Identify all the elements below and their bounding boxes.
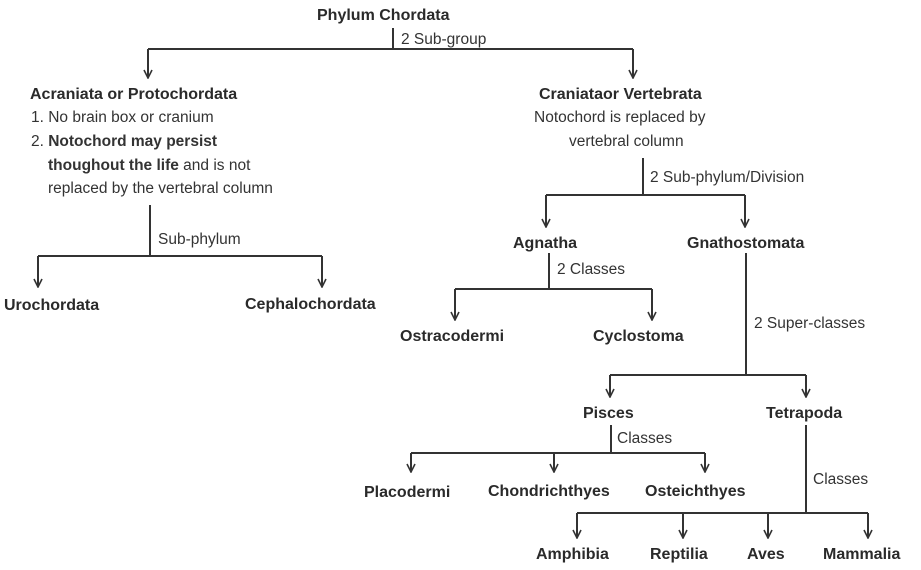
node-placodermi: Placodermi	[364, 484, 451, 501]
node-chondrichthyes: Chondrichthyes	[488, 483, 610, 500]
acraniata-point-2-line-3: replaced by the vertebral column	[48, 180, 273, 197]
acraniata-point-2-bold: Notochord may persist	[48, 133, 218, 150]
node-craniata: Craniataor Vertebrata	[539, 86, 702, 103]
acraniata-point-1: 1. No brain box or cranium	[31, 109, 214, 126]
node-cephalochordata: Cephalochordata	[245, 296, 376, 313]
node-urochordata: Urochordata	[4, 297, 100, 314]
craniata-note-line-1: Notochord is replaced by	[534, 109, 706, 126]
edge-label-sub-phylum-division: 2 Sub-phylum/Division	[650, 169, 805, 186]
node-phylum-chordata: Phylum Chordata	[317, 7, 450, 24]
edge-label-tetrapoda-classes: Classes	[813, 471, 869, 488]
node-gnathostomata: Gnathostomata	[687, 235, 805, 252]
acraniata-point-2: 2. Notochord may persist	[31, 132, 217, 152]
connector-chordata	[148, 28, 633, 50]
connector-acraniata	[38, 205, 322, 257]
node-amphibia: Amphibia	[536, 546, 609, 563]
node-reptilia: Reptilia	[650, 546, 708, 563]
acraniata-point-2-line-2-bold: thoughout the life	[48, 157, 179, 174]
edge-label-sub-phylum: Sub-phylum	[158, 231, 241, 248]
node-agnatha: Agnatha	[513, 235, 577, 252]
edge-label-2-super-classes: 2 Super-classes	[754, 315, 866, 332]
connector-pisces	[411, 425, 705, 454]
node-aves: Aves	[747, 546, 785, 563]
node-osteichthyes: Osteichthyes	[645, 483, 746, 500]
connector-craniata	[546, 158, 745, 196]
acraniata-point-2-line-2: thoughout the life and is not	[48, 156, 250, 176]
connector-gnathostomata	[610, 253, 806, 376]
node-acraniata: Acraniata or Protochordata	[30, 86, 238, 103]
acraniata-point-2-num: 2.	[31, 133, 49, 150]
acraniata-point-2-line-2-rest: and is not	[178, 157, 251, 174]
edge-label-2-classes: 2 Classes	[557, 261, 626, 278]
node-cyclostoma: Cyclostoma	[593, 328, 684, 345]
node-pisces: Pisces	[583, 405, 634, 422]
edge-label-pisces-classes: Classes	[617, 430, 673, 447]
edge-label-sub-group: 2 Sub-group	[401, 31, 487, 48]
craniata-note-line-2: vertebral column	[569, 133, 684, 150]
node-tetrapoda: Tetrapoda	[766, 405, 843, 422]
node-ostracodermi: Ostracodermi	[400, 328, 505, 345]
node-mammalia: Mammalia	[823, 546, 901, 563]
connector-tetrapoda	[577, 425, 868, 514]
connector-agnatha	[455, 253, 652, 290]
